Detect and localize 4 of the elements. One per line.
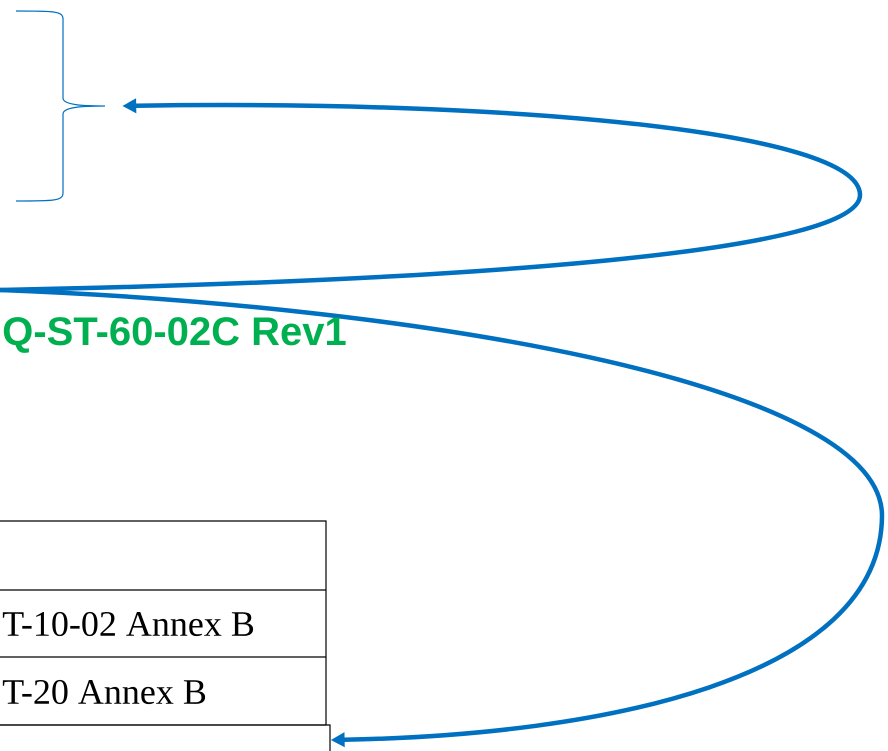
heading: Q-ST-60-02C Rev1 <box>4 317 346 353</box>
table-cell-text: T-10-02 Annex B <box>2 612 254 636</box>
arrow <box>0 288 884 748</box>
curly-brace <box>16 10 106 202</box>
